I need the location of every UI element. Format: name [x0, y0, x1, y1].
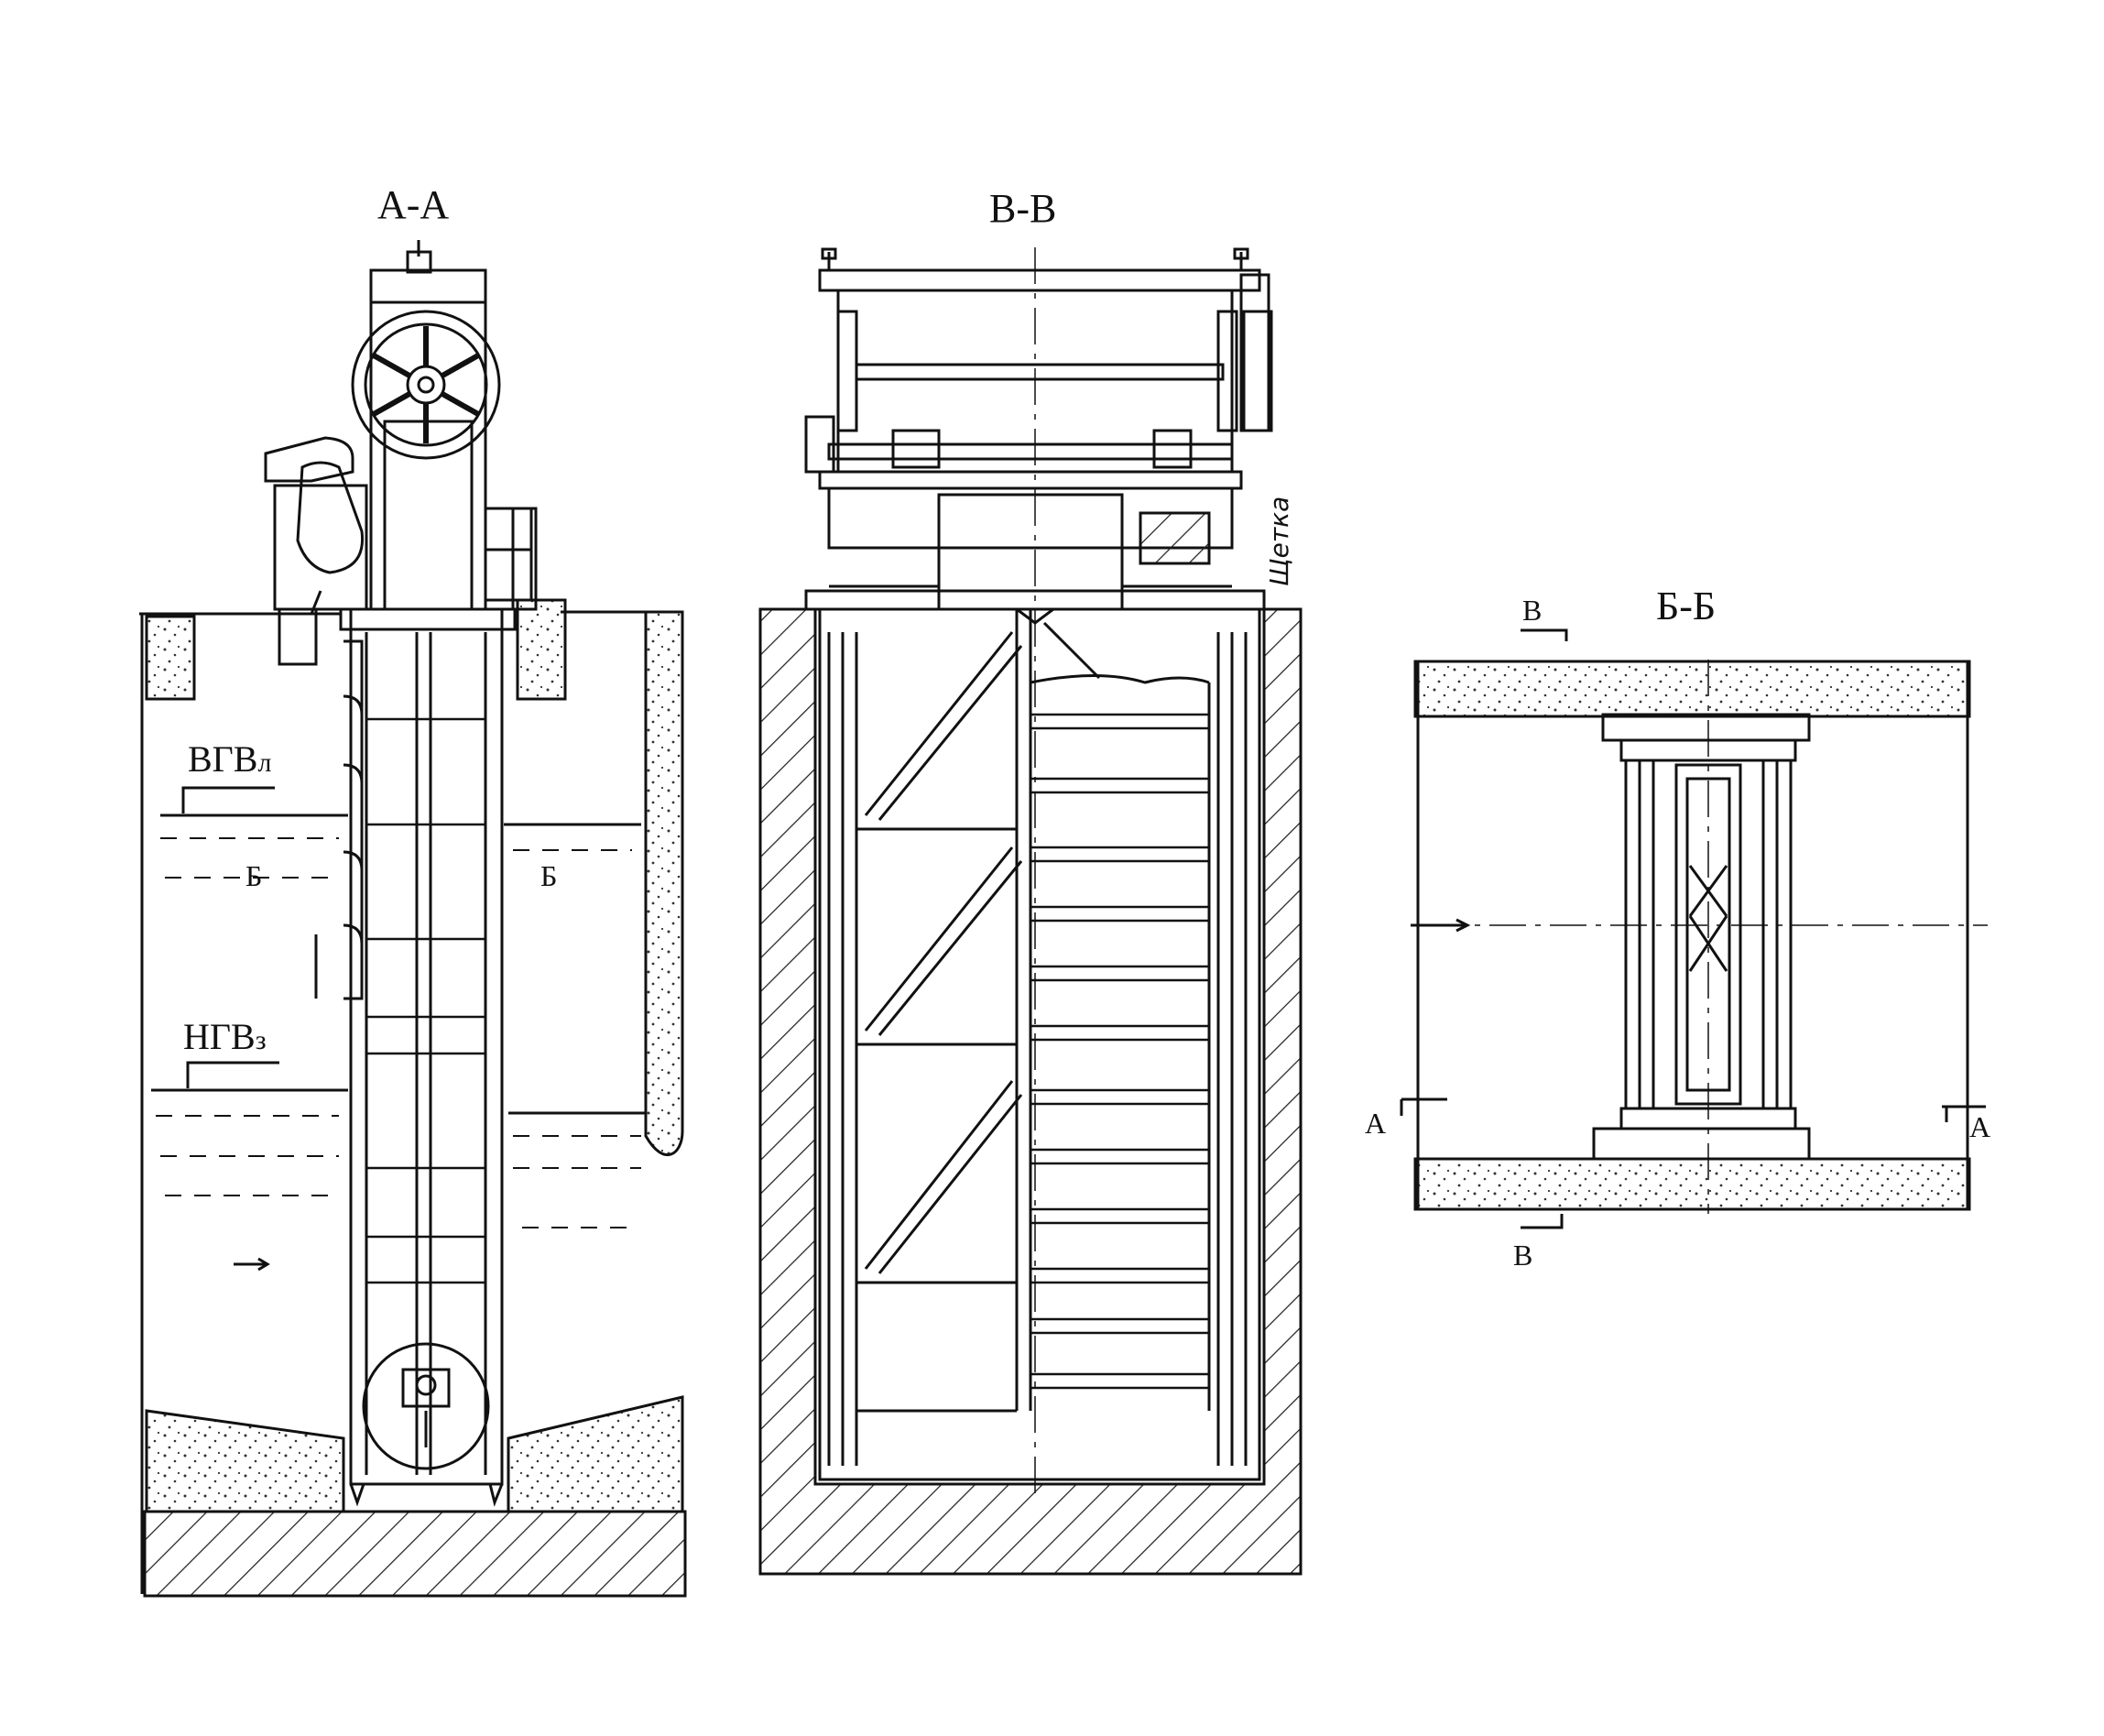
high-water-level-label: ВГВл: [188, 737, 271, 781]
cut-mark-a-right: А: [1969, 1110, 1991, 1143]
high-water-level-main: ВГВ: [188, 738, 258, 780]
low-water-level-main: НГВ: [183, 1016, 256, 1057]
section-a-a-title: А-А: [377, 182, 450, 227]
cut-mark-v-bottom: В: [1513, 1239, 1533, 1272]
section-v-v-title: В-В: [989, 186, 1057, 231]
low-water-level-sub: з: [255, 1025, 267, 1055]
cut-mark-a-left: А: [1365, 1107, 1387, 1140]
cut-mark-b-right: Б: [540, 859, 558, 892]
section-a-a: [139, 240, 687, 1598]
cut-mark-b-left: Б: [245, 859, 263, 892]
high-water-level-sub: л: [257, 748, 272, 778]
section-b-b: [1400, 628, 1988, 1229]
cut-mark-v-top: В: [1522, 594, 1543, 627]
brush-label: Щетка: [1264, 496, 1294, 586]
section-v-v: [758, 247, 1303, 1576]
low-water-level-label: НГВз: [183, 1015, 267, 1058]
section-b-b-title: Б-Б: [1656, 584, 1717, 628]
